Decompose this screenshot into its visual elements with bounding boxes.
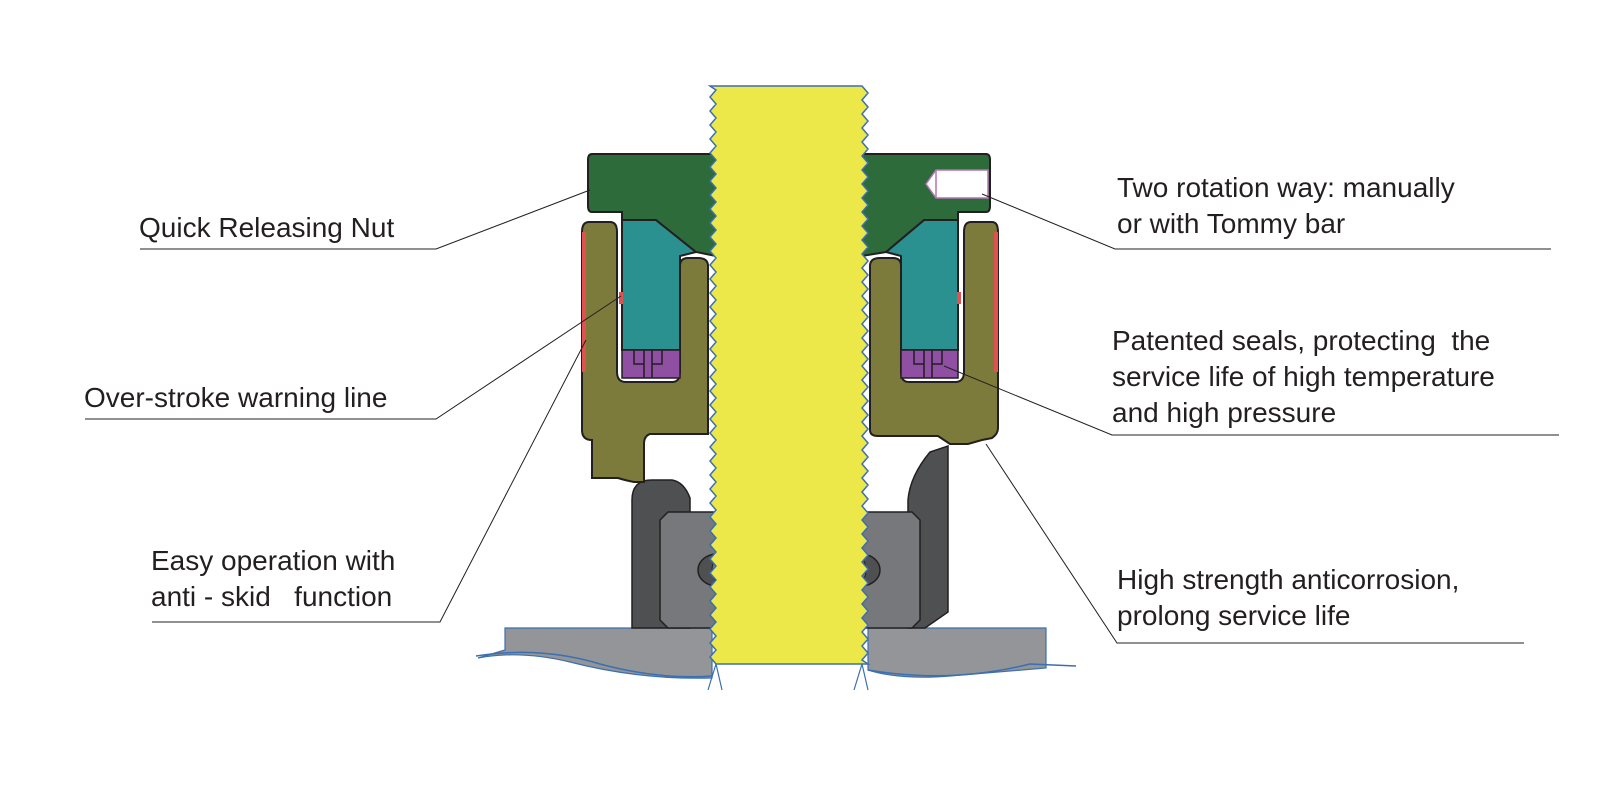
- seal-tip-left: [621, 349, 681, 379]
- leader-high-strength: [985, 443, 1524, 644]
- seal-tip-right: [900, 349, 959, 379]
- flange-left: [477, 627, 713, 679]
- housing: [581, 221, 999, 483]
- leader-quick-releasing-nut: [140, 189, 591, 250]
- housing-right: [869, 221, 999, 445]
- label-quick-releasing-nut: Quick Releasing Nut: [139, 212, 395, 243]
- seal-tip-right-teeth: [913, 350, 943, 378]
- threaded-bolt: [707, 85, 871, 691]
- leader-over-stroke: [85, 295, 622, 420]
- quick-releasing-nut: [587, 153, 991, 258]
- leader-patented-seals: [943, 365, 1559, 436]
- label-over-stroke-warning-line: Over-stroke warning line: [84, 382, 388, 413]
- label-easy-operation-line1: Easy operation with: [151, 545, 396, 576]
- label-two-rotation-line2: or with Tommy bar: [1117, 208, 1346, 239]
- label-two-rotation-line1: Two rotation way: manually: [1117, 172, 1455, 203]
- flange-right: [867, 627, 1047, 678]
- flange-plates: [475, 627, 1077, 679]
- label-patented-seals-line1: Patented seals, protecting the: [1112, 325, 1491, 356]
- bolt-bottom-right-tip: [853, 663, 869, 691]
- label-patented-seals-line2: service life of high temperature: [1112, 361, 1495, 392]
- seal-marker-right: [957, 292, 961, 304]
- flange-left-wave: [475, 651, 713, 678]
- seal-marker-left: [619, 292, 623, 304]
- bolt-body: [707, 85, 871, 665]
- label-patented-seals-line3: and high pressure: [1112, 397, 1337, 428]
- leader-lines: [85, 189, 1559, 644]
- label-high-strength-line2: prolong service life: [1117, 600, 1351, 631]
- housing-left: [581, 221, 709, 483]
- leader-easy-operation: [152, 339, 587, 623]
- bolt-bottom-left-tip: [707, 663, 723, 691]
- flange-right-wave: [867, 663, 1077, 677]
- label-easy-operation-line2: anti - skid function: [151, 581, 393, 612]
- nut-left: [587, 153, 717, 258]
- seal-tip-left-teeth: [633, 350, 663, 378]
- tommy-bar-hole-icon: [925, 169, 989, 199]
- seals: [619, 219, 961, 379]
- leader-two-rotation: [981, 193, 1551, 250]
- label-high-strength-line1: High strength anticorrosion,: [1117, 564, 1460, 595]
